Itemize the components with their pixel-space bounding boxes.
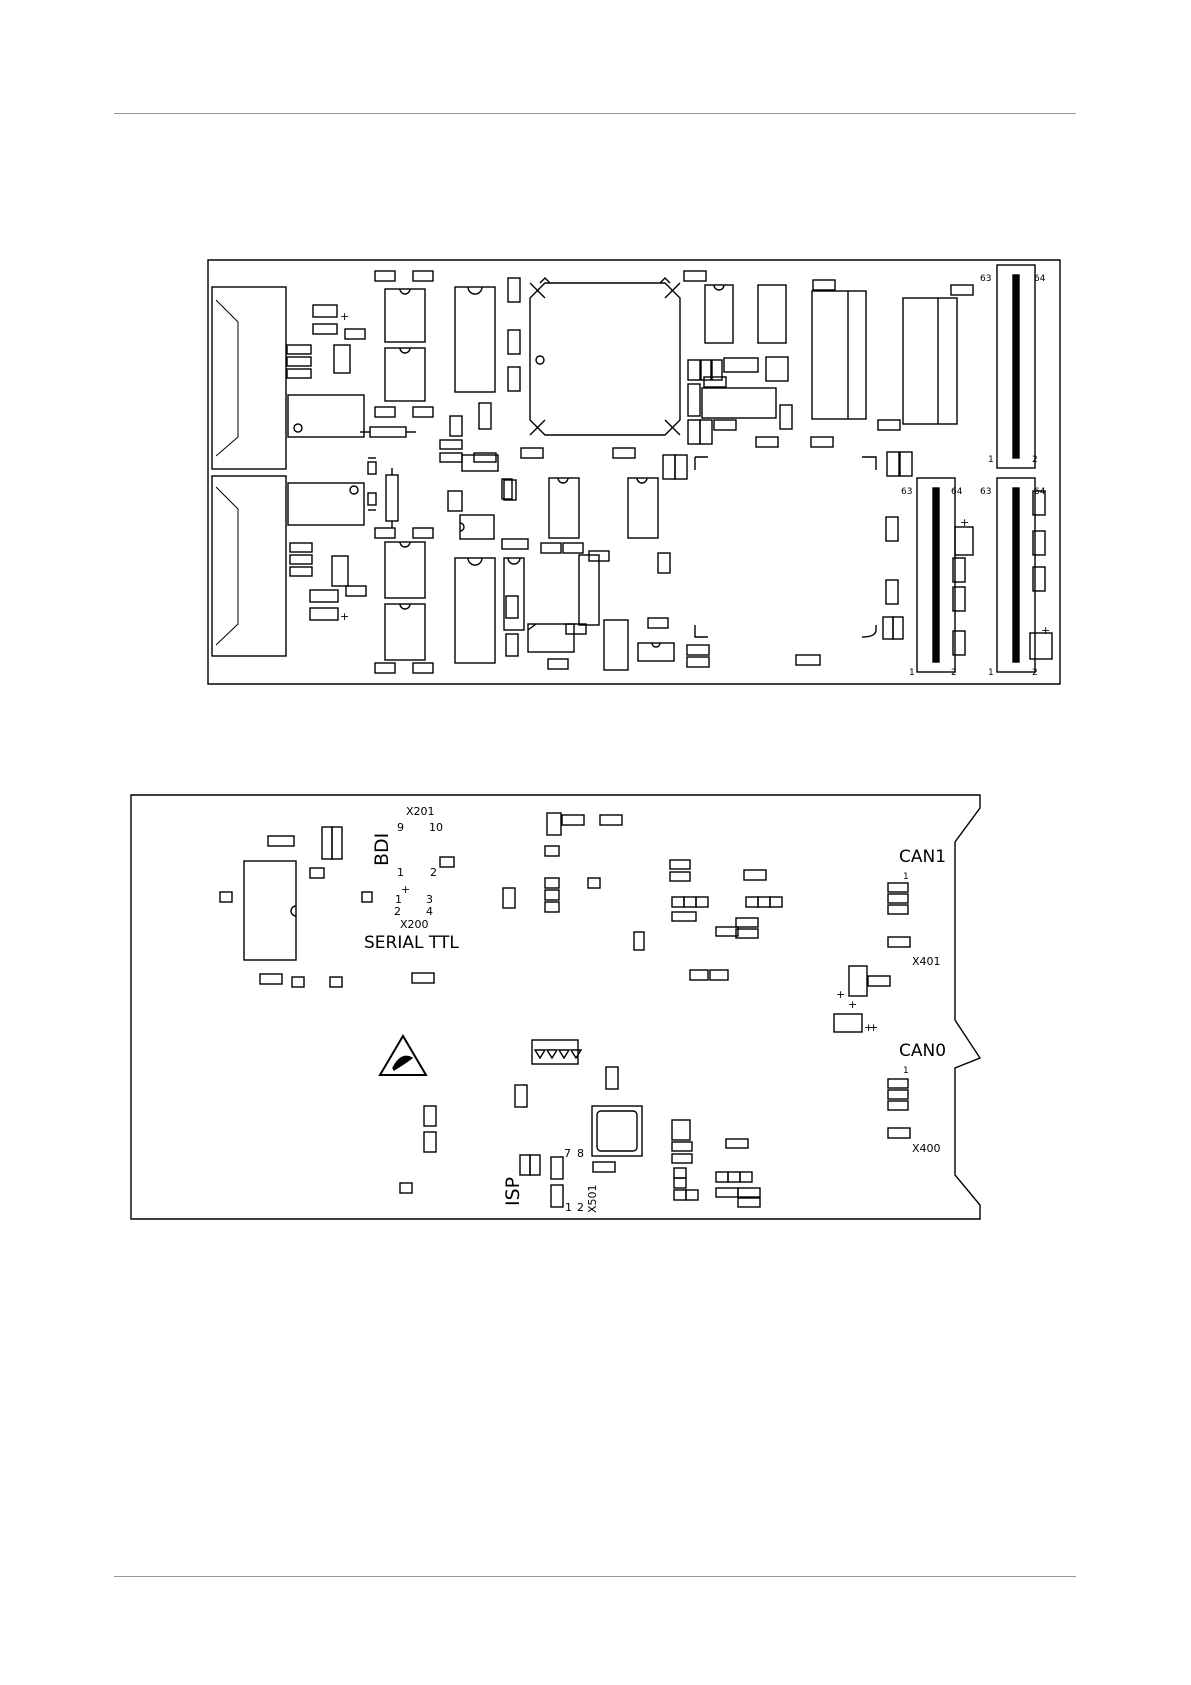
- top-connector-x400: [212, 476, 286, 656]
- top-pin-label: 64: [1034, 487, 1046, 497]
- bdi-pin-label: 9: [397, 821, 404, 834]
- x200-pin-label: 4: [426, 905, 433, 918]
- bottom-chip-u500: [592, 1106, 642, 1156]
- label-x201: X201: [406, 805, 435, 818]
- top-pin-label: 2: [1032, 668, 1038, 678]
- can0-pin-label: 1: [903, 1066, 909, 1076]
- label-can0: CAN0: [899, 1041, 946, 1061]
- top-pin-label: 64: [1034, 274, 1046, 284]
- top-chip-u403: [455, 558, 495, 663]
- bdi-pin-label: 2: [430, 866, 437, 879]
- top-connector-x401: [212, 287, 286, 469]
- bdi-pin-label: 10: [429, 821, 443, 834]
- top-chip-u503: [903, 298, 957, 424]
- bottom-plus: +: [836, 988, 845, 1001]
- esd-warning-symbol: [380, 1036, 426, 1075]
- top-plus-2: +: [340, 610, 349, 623]
- top-crystal-q401: [288, 395, 364, 437]
- top-pin-label: 2: [951, 668, 957, 678]
- top-pin-label: 64: [951, 487, 963, 497]
- isp-pin-label: 7: [564, 1147, 571, 1160]
- label-bdi: BDI: [371, 833, 393, 866]
- can1-pin-label: 1: [903, 872, 909, 882]
- isp-pin-label: 1: [565, 1201, 572, 1214]
- bottom-plus: +: [869, 1021, 878, 1034]
- top-chip-u402: [455, 287, 495, 392]
- top-cpu-u300: [530, 283, 680, 435]
- top-pin-label: 2: [1032, 455, 1038, 465]
- bottom-plus: +: [848, 998, 857, 1011]
- top-board-diagram: [208, 260, 1060, 684]
- label-can1: CAN1: [899, 847, 946, 867]
- top-plus-3: +: [960, 516, 969, 529]
- top-pin-label: 63: [980, 274, 991, 284]
- isp-pin-label: 8: [577, 1147, 584, 1160]
- label-isp: ISP: [502, 1177, 524, 1206]
- top-plus-4: +: [1041, 624, 1050, 637]
- isp-pin-label: 2: [577, 1201, 584, 1214]
- top-pin-label: 63: [980, 487, 991, 497]
- top-pin-label: 63: [901, 487, 912, 497]
- label-x200: X200: [400, 918, 429, 931]
- top-pin-label: 1: [909, 668, 915, 678]
- bdi-pin-label: 1: [397, 866, 404, 879]
- x200-pin-label: 2: [394, 905, 401, 918]
- label-x401: X401: [912, 955, 941, 968]
- top-chip-u500: [812, 291, 866, 419]
- label-serial-ttl: SERIAL TTL: [364, 933, 459, 953]
- label-x501: X501: [586, 1184, 599, 1213]
- bottom-chip-u503: [244, 861, 296, 960]
- top-pin-label: 1: [988, 668, 994, 678]
- bottom-plus: +: [401, 883, 410, 896]
- top-pin-label: 1: [988, 455, 994, 465]
- top-plus-1: +: [340, 310, 349, 323]
- label-x400: X400: [912, 1142, 941, 1155]
